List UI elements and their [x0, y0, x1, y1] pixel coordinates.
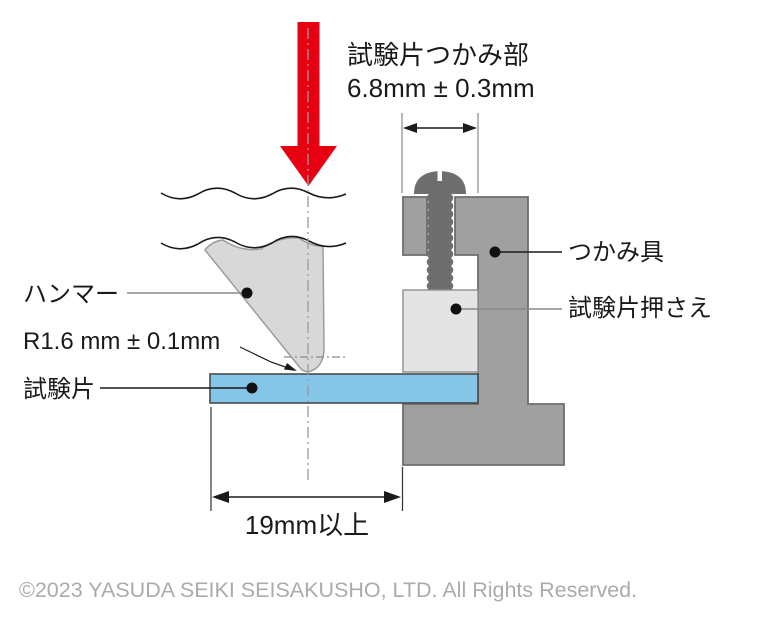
clamp-screw-shaft [426, 194, 454, 293]
leader-dot-grip [489, 246, 501, 258]
annotation-grip-width-line1: 試験片つかみ部 [347, 40, 529, 70]
copyright-text: ©2023 YASUDA SEIKI SEISAKUSHO, LTD. All … [19, 578, 637, 602]
clamp-screw-head [414, 171, 466, 194]
label-specimen: 試験片 [23, 376, 95, 403]
hammer-shape [204, 236, 325, 373]
label-tip-radius: R1.6 mm ± 0.1mm [23, 328, 220, 355]
label-span-dimension: 19mm以上 [245, 510, 369, 540]
leader-arrowhead-tip-radius [284, 363, 297, 371]
dim-arrowhead-span-left [212, 491, 229, 503]
annotation-grip-width-line2: 6.8mm ± 0.3mm [347, 73, 535, 103]
dim-arrowhead-grip-left [403, 123, 417, 133]
dim-arrowhead-grip-right [463, 123, 477, 133]
grip-left-tab-shape [402, 196, 428, 256]
dim-arrowhead-span-right [384, 491, 401, 503]
break-line-upper [160, 187, 347, 200]
leader-dot-specimen-holder [450, 303, 462, 315]
label-specimen-holder: 試験片押さえ [568, 295, 712, 322]
leader-tip-radius [239, 346, 292, 370]
specimen-holder-shape [402, 289, 479, 373]
break-line-lower [160, 235, 347, 250]
label-hammer: ハンマー [23, 281, 119, 308]
impact-direction-arrow [280, 22, 337, 186]
grip-body-shape [402, 196, 565, 466]
leader-dot-specimen [246, 382, 258, 394]
leader-dot-hammer [241, 287, 253, 299]
label-grip: つかみ具 [568, 239, 664, 266]
clamp-screw-slot [437, 169, 442, 181]
